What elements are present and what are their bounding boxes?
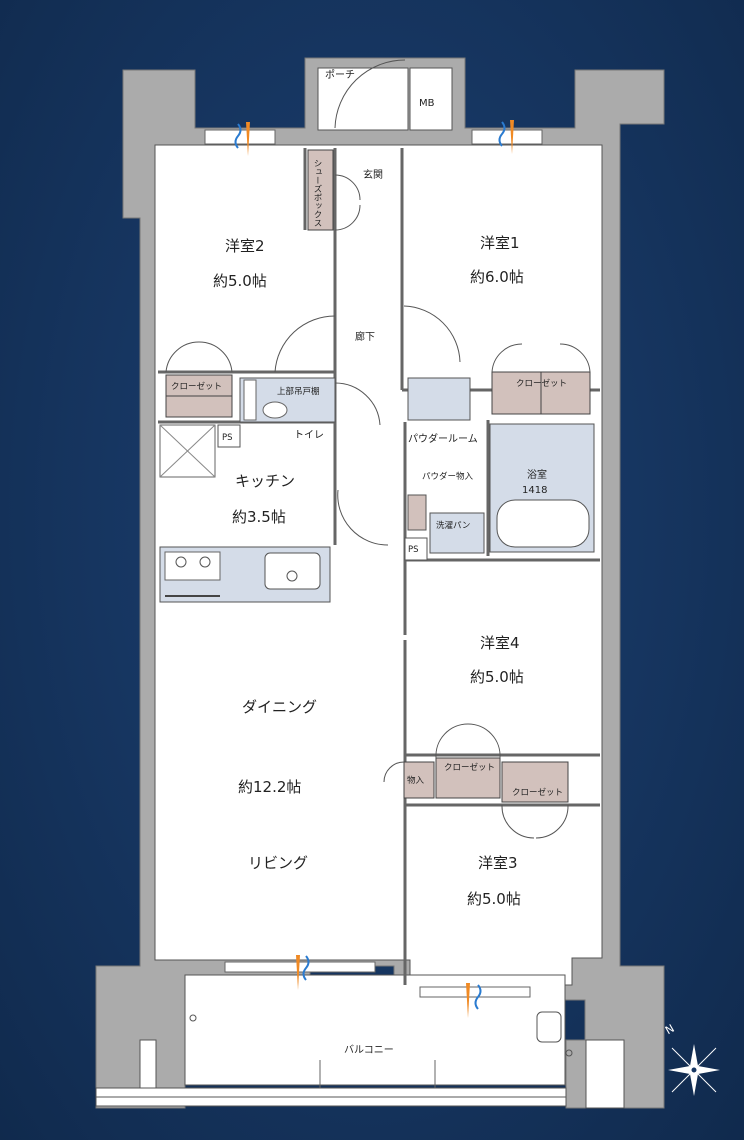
compass-icon [668, 1044, 720, 1096]
ps-box-powder [404, 537, 428, 561]
vent-markers [234, 120, 514, 1018]
closet-bedroom3 [501, 761, 569, 803]
shoebox [307, 149, 334, 231]
closet-label-bedroom3: クローゼット [512, 787, 563, 798]
washer-pan-box [429, 512, 485, 554]
door-swings [165, 59, 591, 839]
closet-bedroom4 [435, 757, 501, 799]
closet-label-bedroom4: クローゼット [444, 762, 495, 773]
balcony-outdoor-unit [536, 1011, 562, 1043]
shoebox-label: シューズボックス [312, 159, 322, 227]
ps-label-powder: PS [408, 545, 419, 555]
bedroom2-size: 約5.0帖 [213, 272, 267, 290]
storage-box [403, 761, 435, 799]
kitchen-name: キッチン [235, 472, 295, 490]
kitchen-size: 約3.5帖 [232, 508, 286, 526]
bedroom1-size: 約6.0帖 [470, 268, 524, 286]
mb-label: MB [419, 98, 435, 109]
storage-label: 物入 [407, 775, 425, 786]
closet-label-bedroom2: クローゼット [171, 381, 222, 392]
compass-north-label: N [663, 1022, 677, 1037]
powder-storage-box [407, 494, 427, 531]
living-label: リビング [248, 854, 308, 872]
bedroom2-name: 洋室2 [225, 237, 265, 255]
porch-label: ポーチ [325, 69, 355, 81]
bedroom3-name: 洋室3 [478, 854, 518, 872]
corridor-label: 廊下 [355, 330, 375, 343]
windows [204, 129, 543, 998]
upper-cabinet-label: 上部吊戸棚 [277, 386, 320, 397]
closet-label-bedroom1: クローゼット [516, 378, 567, 389]
ldk-size: 約12.2帖 [238, 778, 301, 796]
balcony-label: バルコニー [344, 1044, 394, 1056]
entrance-label: 玄関 [363, 168, 383, 181]
porch-area [317, 67, 409, 131]
powder-storage-label: パウダー物入 [422, 471, 474, 482]
balcony-left-ledge [139, 1039, 157, 1089]
bedroom4-size: 約5.0帖 [470, 668, 524, 686]
ps-label-kitchen: PS [222, 433, 233, 443]
ps-box-kitchen [217, 424, 241, 448]
dining-label: ダイニング [242, 698, 317, 716]
toilet-label: トイレ [294, 430, 324, 441]
powder-room-label: パウダールーム [408, 432, 478, 445]
washer-pan-label: 洗濯パン [436, 520, 470, 531]
bedroom3-size: 約5.0帖 [467, 890, 521, 908]
mb-box [409, 67, 453, 131]
bedroom1-name: 洋室1 [480, 234, 520, 252]
powder-vanity [407, 377, 471, 421]
bathroom-size: 1418 [522, 485, 547, 496]
bathroom-name: 浴室 [527, 468, 547, 481]
bathtub [496, 499, 590, 548]
bedroom4-name: 洋室4 [480, 634, 520, 652]
